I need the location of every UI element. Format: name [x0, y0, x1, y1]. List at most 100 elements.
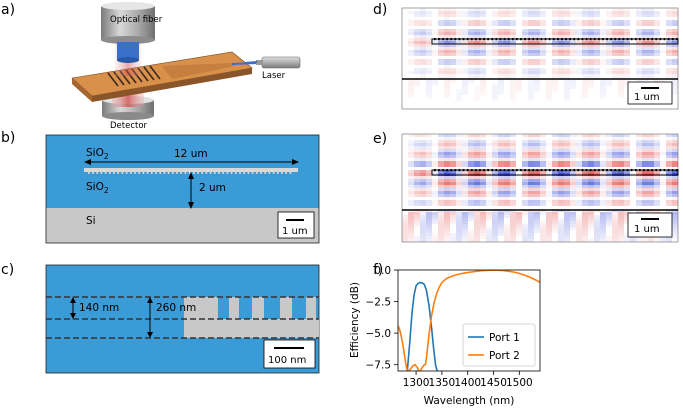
field-cell: [450, 197, 456, 200]
field-cell: [444, 227, 450, 230]
field-cell: [612, 182, 618, 185]
field-cell: [642, 161, 648, 164]
field-cell: [666, 158, 672, 161]
field-cell: [654, 146, 660, 149]
field-cell: [492, 143, 498, 146]
field-cell: [594, 155, 600, 158]
field-cell: [420, 215, 426, 218]
field-cell: [450, 185, 456, 188]
field-cell: [498, 203, 504, 206]
field-cell: [636, 161, 642, 164]
field-cell: [582, 50, 588, 53]
field-cell: [462, 221, 468, 224]
field-cell: [480, 29, 486, 32]
field-cell: [432, 215, 438, 218]
field-cell: [672, 233, 678, 236]
field-cell: [426, 59, 432, 62]
field-cell: [618, 170, 624, 173]
field-cell: [642, 47, 648, 50]
field-cell: [510, 47, 516, 50]
field-cell: [552, 176, 558, 179]
field-cell: [618, 227, 624, 230]
field-cell: [480, 224, 486, 227]
field-cell: [414, 146, 420, 149]
waveguide-tooth: [618, 38, 621, 41]
field-cell: [588, 182, 594, 185]
field-cell: [426, 149, 432, 152]
field-cell: [420, 230, 426, 233]
field-cell: [462, 164, 468, 167]
field-cell: [510, 86, 516, 89]
field-cell: [666, 152, 672, 155]
field-cell: [606, 236, 612, 239]
field-cell: [420, 176, 426, 179]
field-cell: [654, 29, 660, 32]
field-cell: [510, 62, 516, 65]
field-cell: [672, 191, 678, 194]
field-cell: [438, 8, 444, 11]
field-cell: [420, 71, 426, 74]
field-cell: [408, 140, 414, 143]
field-cell: [618, 23, 624, 26]
field-cell: [552, 59, 558, 62]
field-cell: [588, 188, 594, 191]
field-cell: [510, 68, 516, 71]
field-cell: [672, 197, 678, 200]
field-cell: [642, 14, 648, 17]
field-cell: [600, 50, 606, 53]
field-cell: [414, 170, 420, 173]
field-cell: [624, 221, 630, 224]
field-cell: [600, 179, 606, 182]
field-cell: [426, 38, 432, 41]
field-cell: [474, 164, 480, 167]
field-cell: [456, 239, 462, 242]
field-cell: [612, 8, 618, 11]
field-cell: [468, 134, 474, 137]
field-cell: [510, 23, 516, 26]
field-cell: [588, 50, 594, 53]
field-cell: [672, 29, 678, 32]
field-cell: [420, 11, 426, 14]
grating-tooth: [167, 172, 170, 174]
field-cell: [636, 239, 642, 242]
field-cell: [456, 152, 462, 155]
grating-tooth: [230, 172, 233, 174]
field-cell: [408, 185, 414, 188]
field-cell: [444, 14, 450, 17]
field-cell: [576, 227, 582, 230]
field-cell: [450, 233, 456, 236]
field-cell: [420, 8, 426, 11]
field-cell: [450, 164, 456, 167]
field-cell: [666, 35, 672, 38]
field-cell: [522, 29, 528, 32]
waveguide-tooth: [548, 169, 551, 172]
field-cell: [498, 197, 504, 200]
field-cell: [564, 233, 570, 236]
x-tick-label: 1400: [454, 377, 481, 389]
field-cell: [504, 188, 510, 191]
field-cell: [588, 86, 594, 89]
field-cell: [438, 227, 444, 230]
field-cell: [414, 80, 420, 83]
field-cell: [564, 221, 570, 224]
field-cell: [564, 137, 570, 140]
field-cell: [600, 212, 606, 215]
field-cell: [522, 152, 528, 155]
field-cell: [540, 155, 546, 158]
field-cell: [444, 86, 450, 89]
field-cell: [438, 164, 444, 167]
field-cell: [534, 194, 540, 197]
field-cell: [666, 47, 672, 50]
scalebar-box-e: [627, 212, 673, 238]
field-cell: [636, 182, 642, 185]
field-cell: [570, 41, 576, 44]
field-cell: [582, 59, 588, 62]
field-cell: [552, 29, 558, 32]
field-cell: [408, 176, 414, 179]
field-cell: [636, 191, 642, 194]
field-cell: [642, 239, 648, 242]
field-cell: [612, 158, 618, 161]
grating-tooth: [176, 172, 178, 174]
field-cell: [642, 50, 648, 53]
field-cell: [528, 233, 534, 236]
